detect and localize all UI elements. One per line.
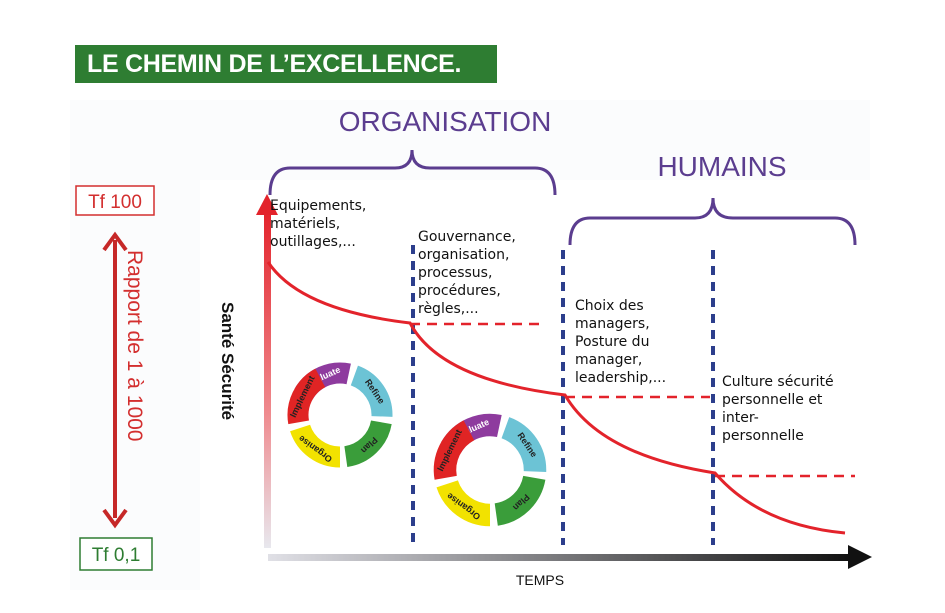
stage-2-text: Gouvernance,organisation,processus,procé… [418,229,516,317]
cycle-segment [287,368,326,425]
organisation-label: ORGANISATION [339,106,552,137]
tf01-box [79,537,153,571]
humains-brace [568,197,857,246]
cycle-segment [290,424,341,468]
x-axis-label: TEMPS [516,572,564,588]
cycle-segment [433,420,475,480]
x-axis [268,554,850,561]
tf100-label: Tf 100 [88,192,142,213]
cycle-segment [436,479,491,527]
safety-curve [266,261,846,535]
ratio-double-arrow-icon [102,231,128,529]
cycle-segment [500,417,547,472]
y-axis-arrowhead-icon [256,194,278,215]
cycle-segment [350,365,393,417]
y-axis-label: Santé Sécurité [218,302,237,420]
tf100-box [75,185,155,216]
stage-1-text: Equipements,matériels,outillages,... [270,198,366,250]
humains-label: HUMAINS [657,151,786,182]
cycle-segment [343,419,392,467]
organisation-brace [268,149,557,196]
y-axis [264,210,271,548]
page-title: LE CHEMIN DE L’EXCELLENCE. [75,45,497,83]
tf01-label: Tf 0,1 [92,545,141,566]
cycle-segment [494,475,546,526]
ratio-label: Rapport de 1 à 1000 [123,250,146,441]
x-axis-arrowhead-icon [848,545,872,569]
